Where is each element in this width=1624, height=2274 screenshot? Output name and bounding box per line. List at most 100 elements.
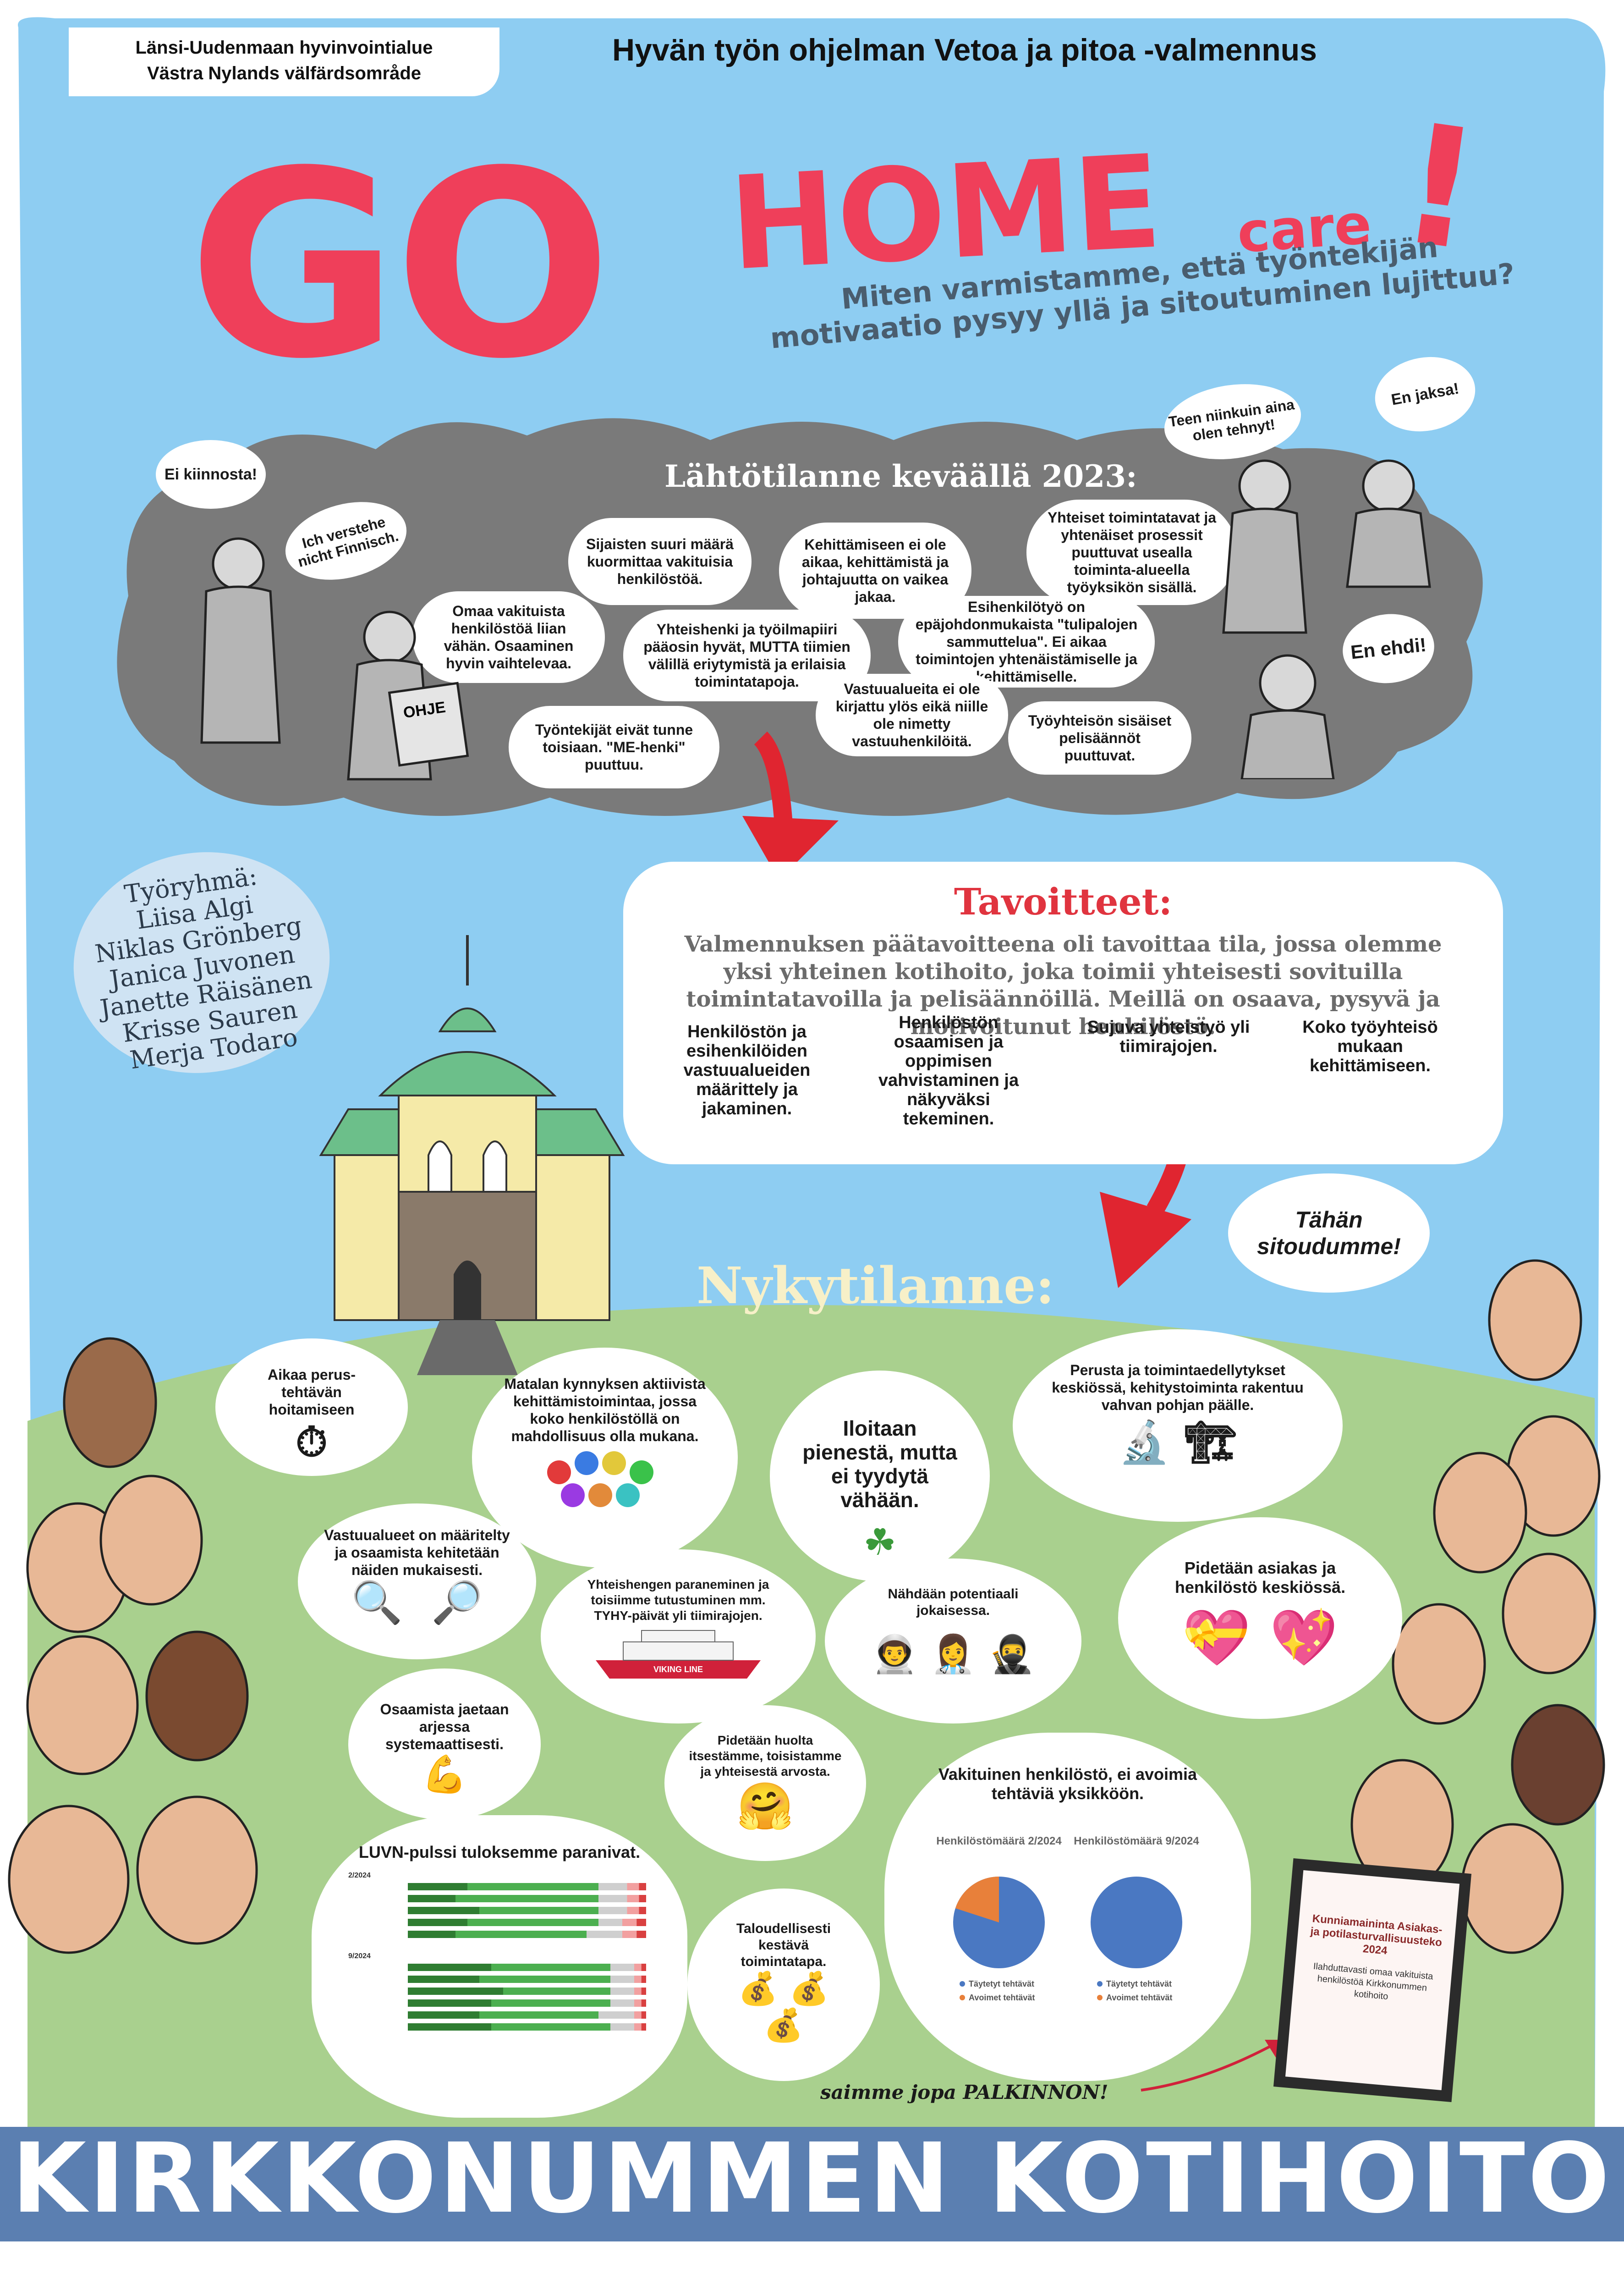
card-asiakas: Pidetään asiakas ja henkilöstö keskiössä… — [1118, 1517, 1402, 1719]
start-title: Lähtötilanne keväällä 2023: — [664, 458, 1137, 494]
astronaut-icon: 👨‍🚀 — [872, 1633, 918, 1675]
bar-segment — [641, 1976, 646, 1983]
card-osaamista-text: Osaamista jaetaan arjessa systemaattises… — [380, 1701, 509, 1752]
pie-label: Henkilöstömäärä 9/2024 — [1074, 1835, 1199, 1847]
bar-segment — [641, 1988, 646, 1995]
hugging-face-icon: 🤗 — [736, 1779, 794, 1833]
award-certificate: Kunniamaininta Asiakas- ja potilasturval… — [1273, 1858, 1472, 2103]
org-name-fi: Länsi-Uudenmaan hyvinvointialue — [135, 38, 433, 58]
legend-label: Täytetyt tehtävät — [969, 1979, 1034, 1988]
commitment-bubble: Tähän sitoudumme! — [1228, 1173, 1430, 1293]
bar-segment — [408, 1988, 503, 1995]
award-body: Ilahduttavasti omaa vakituista henkilöst… — [1313, 1961, 1434, 2002]
bar-segment — [598, 1919, 622, 1926]
start-cloud-4: Omaa vakituista henkilöstöä liian vähän.… — [412, 591, 605, 683]
bar-segment — [479, 1907, 598, 1914]
card-vastuu-text: Vastuualueet on määritelty ja osaamista … — [324, 1527, 510, 1578]
footer-title: KIRKKONUMMEN KOTIHOITO — [11, 2122, 1613, 2235]
bar-segment — [634, 1988, 642, 1995]
bar-segment — [627, 1883, 639, 1890]
cruise-ship-icon: VIKING LINE — [596, 1630, 761, 1679]
bar-segment — [610, 1976, 634, 1983]
card-osaamista: Osaamista jaetaan arjessa systemaattises… — [348, 1668, 541, 1820]
prize-note: saimme jopa PALKINNON! — [820, 2081, 1108, 2103]
staff-illustrations-left — [8, 1337, 258, 1954]
card-iloitaan-text: Iloitaan pienestä, mutta ei tyydytä vähä… — [802, 1416, 957, 1512]
bar-segment — [634, 1976, 642, 1983]
bar-segment — [479, 1976, 610, 1983]
bar-segment — [503, 1988, 610, 1995]
bar-segment — [491, 1964, 610, 1971]
legend-marker — [1097, 1995, 1103, 2000]
goals-title: Tavoitteet: — [954, 880, 1173, 923]
microscope-icon: 🔬 — [1119, 1418, 1170, 1466]
bar-segment — [408, 2023, 491, 2031]
person-reading-instructions-illustration — [347, 611, 469, 781]
legend-label: Avoimet tehtävät — [969, 1993, 1035, 2002]
goals-description: Valmennuksen päätavoitteena oli tavoitta… — [684, 931, 1442, 1040]
bar-segment — [408, 1883, 467, 1890]
pie-label: Henkilöstömäärä 2/2024 — [936, 1835, 1062, 1847]
pie-slice-open — [955, 1877, 999, 1922]
card-huolta-text: Pidetään huolta itsestämme, toisistamme … — [689, 1733, 842, 1778]
title-go: GO — [188, 116, 612, 415]
person-arms-crossed-illustration — [200, 537, 281, 744]
money-bag-icon: 💰 — [738, 1970, 778, 2007]
footer-bar — [0, 2127, 1624, 2241]
arrow-1-icon — [742, 731, 839, 880]
magnifier-icon: 🔎 — [431, 1579, 483, 1627]
bar-segment — [610, 1964, 634, 1971]
bar-segment — [641, 2023, 646, 2031]
bar-segment — [639, 1895, 646, 1902]
org-name-sv: Västra Nylands välfärdsområde — [147, 63, 422, 83]
heart-gift-icon: 💝 — [1182, 1606, 1251, 1670]
bar-segment — [639, 1907, 646, 1914]
goal-item: Henkilöstön osaamisen ja oppimisen vahvi… — [878, 1013, 1019, 1129]
card-perusta: Perusta ja toimintaedellytykset keskiöss… — [1013, 1329, 1343, 1522]
health-worker-icon: 👩‍⚕️ — [930, 1633, 976, 1675]
start-cloud-5: Yhteishenki ja työilmapiiri pääosin hyvä… — [623, 610, 871, 701]
bar-period-label: 2/2024 — [348, 1872, 371, 1879]
pie-slice-filled — [1091, 1877, 1182, 1968]
bar-segment — [587, 1931, 622, 1938]
card-huolta: Pidetään huolta itsestämme, toisistamme … — [664, 1705, 866, 1861]
card-potentiaali-text: Nähdään potentiaali jokaisessa. — [888, 1586, 1019, 1618]
ninja-icon: 🥷 — [988, 1633, 1035, 1675]
card-matalan: Matalan kynnyksen aktiivista kehittämist… — [472, 1348, 738, 1568]
legend-marker — [960, 1995, 965, 2000]
goal-item: Koko työyhteisö mukaan kehittämiseen. — [1302, 1018, 1438, 1075]
arrow-to-award-icon — [1141, 2040, 1283, 2092]
bar-segment — [455, 1895, 598, 1902]
bar-segment — [610, 1999, 634, 2007]
bar-segment — [636, 1931, 646, 1938]
bar-segment — [408, 1976, 479, 1983]
organization-label: Länsi-Uudenmaan hyvinvointialue Västra N… — [69, 28, 499, 96]
bar-segment — [598, 2011, 634, 2019]
clover-icon: ☘ — [863, 1521, 896, 1564]
bar-segment — [598, 1907, 627, 1914]
bar-segment — [491, 1999, 610, 2007]
start-cloud-8: Työntekijät eivät tunne toisiaan. "ME-he… — [509, 706, 719, 788]
money-bag-icon: 💰 — [789, 1970, 829, 2007]
legend-marker — [960, 1981, 965, 1987]
card-vastuu: Vastuualueet on määritelty ja osaamista … — [298, 1503, 536, 1659]
person-frustrated-illustration — [1240, 654, 1335, 779]
legend-marker — [1097, 1981, 1103, 1987]
bar-segment — [634, 1999, 642, 2007]
card-yhteishenki-text: Yhteishengen paraneminen ja toisiimme tu… — [587, 1577, 769, 1623]
bar-segment — [636, 1919, 646, 1926]
bar-segment — [467, 1919, 598, 1926]
card-matalan-text: Matalan kynnyksen aktiivista kehittämist… — [504, 1376, 706, 1444]
bar-segment — [641, 2011, 646, 2019]
start-cloud-6: Esihenkilötyö on epäjohdonmukaista "tuli… — [898, 596, 1155, 688]
magnifier-icon: 🔍 — [351, 1579, 403, 1627]
bar-segment — [639, 1883, 646, 1890]
bar-segment — [610, 2023, 634, 2031]
start-cloud-9: Työyhteisön sisäiset pelisäännöt puuttuv… — [1008, 701, 1191, 775]
bar-segment — [408, 1907, 479, 1914]
card-vakituinen-text: Vakituinen henkilöstö, ei avoimia tehtäv… — [938, 1765, 1197, 1803]
bar-segment — [408, 1895, 455, 1902]
bar-segment — [408, 1999, 491, 2007]
church-illustration — [319, 935, 625, 1375]
goals-panel: Tavoitteet: Valmennuksen päätavoitteena … — [623, 862, 1503, 1164]
